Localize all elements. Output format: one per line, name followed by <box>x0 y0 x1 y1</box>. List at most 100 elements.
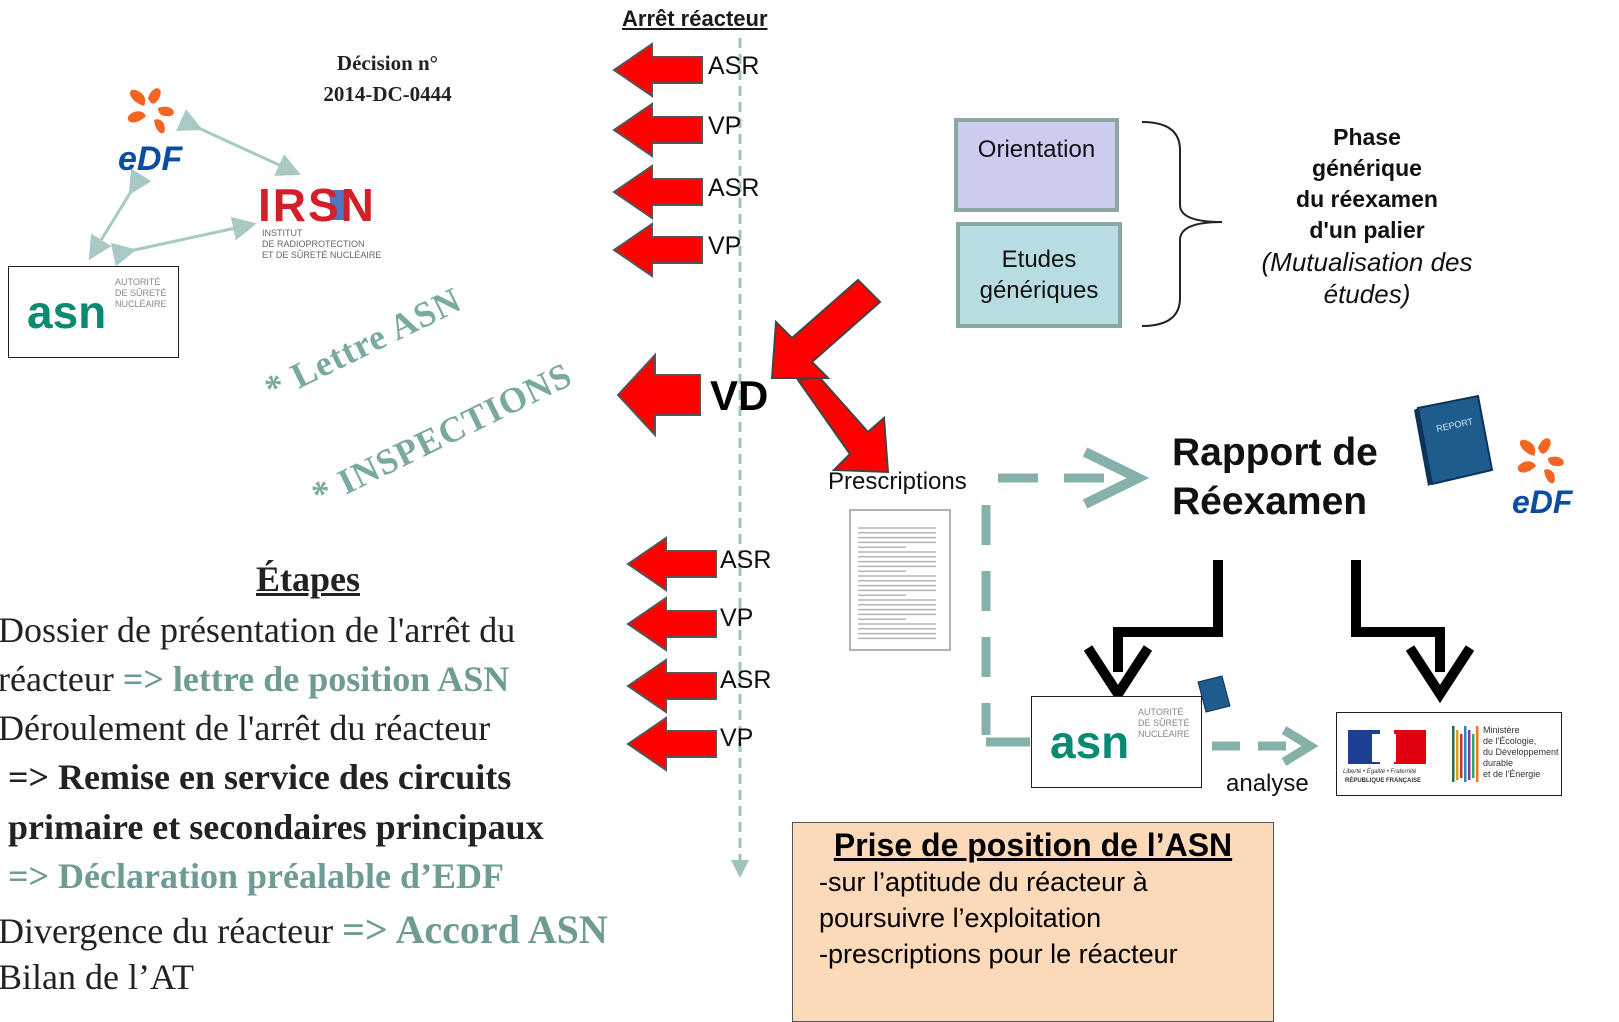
irsn-sub-2: DE RADIOPROTECTION <box>262 239 365 249</box>
edf-asn-link <box>88 168 152 261</box>
timeline-red-arrow-bottom-3 <box>626 658 717 714</box>
ministere-stripe <box>1472 734 1475 778</box>
timeline-label-vp-1: VP <box>708 112 742 140</box>
asn-sub-2: DE SÛRETÉ <box>115 288 167 298</box>
vd-left-arrow <box>616 352 701 438</box>
timeline-label-asr-1: ASR <box>708 52 760 80</box>
irsn-logo-graphic <box>330 190 348 220</box>
analyse-label: analyse <box>1226 770 1309 797</box>
ministere-republique: RÉPUBLIQUE FRANÇAISE <box>1345 778 1422 784</box>
asn-logo-left: asn AUTORITÉ DE SÛRETÉ NUCLÉAIRE <box>8 266 179 358</box>
timeline-title: Arrêt réacteur <box>622 6 768 31</box>
edf-logo-text-right: eDF <box>1512 484 1573 520</box>
asn-logo-subtitle-right: AUTORITÉ DE SÛRETÉ NUCLÉAIRE <box>1138 707 1190 740</box>
rapport-to-asn-head <box>1083 645 1153 704</box>
asn-sub-3: NUCLÉAIRE <box>115 299 167 309</box>
ministere-line-3: du Développement <box>1483 747 1559 757</box>
ministere-motto: Liberté • Égalité • Fraternité <box>1343 769 1417 775</box>
timeline-red-arrow-bottom-2 <box>626 596 717 652</box>
asn-sub-3-right: NUCLÉAIRE <box>1138 729 1190 739</box>
ministere-stripe <box>1456 730 1459 780</box>
etudes-generiques-box: Etudes génériques <box>956 222 1122 328</box>
rapport-line-2: Réexamen <box>1172 480 1368 523</box>
etape-line-7b: => Accord ASN <box>342 907 608 952</box>
edf-irsn-link <box>176 109 301 176</box>
ministere-line-2: de l'Écologie, <box>1483 736 1537 746</box>
prescriptions-document <box>849 509 951 651</box>
asn-sub-1-right: AUTORITÉ <box>1138 707 1184 717</box>
position-line-1: -sur l’aptitude du réacteur à <box>819 867 1148 897</box>
orientation-box: Orientation <box>954 118 1119 212</box>
rapport-reexamen-title: Rapport de Réexamen <box>1172 428 1378 526</box>
etape-line-2: réacteur => lettre de position ASN <box>0 654 509 704</box>
timeline-red-arrow-bottom-1 <box>626 536 717 592</box>
report-book-icon <box>1414 394 1494 486</box>
edf-logo-flame <box>127 88 174 134</box>
etape-line-7: Divergence du réacteur => Accord ASN <box>0 905 608 956</box>
ministere-name: Ministère de l'Écologie, du Développemen… <box>1483 725 1559 780</box>
position-line-2: poursuivre l’exploitation <box>819 903 1102 933</box>
asn-logo-text-right: asn <box>1050 716 1130 768</box>
timeline-label-asr-3: ASR <box>720 546 772 574</box>
ministere-graphic <box>1348 726 1479 782</box>
presc-to-rapport-head <box>1082 447 1150 509</box>
position-line-3: -prescriptions pour le réacteur <box>819 939 1178 969</box>
ministere-stripe <box>1460 734 1463 778</box>
ministere-stripe <box>1476 726 1479 782</box>
asn-logo-subtitle: AUTORITÉ DE SÛRETÉ NUCLÉAIRE <box>115 277 167 310</box>
asn-irsn-link <box>110 216 257 267</box>
etape-line-5: primaire et secondaires principaux <box>8 807 544 847</box>
irsn-logo-subtitle: INSTITUT DE RADIOPROTECTION ET DE SÛRETÉ… <box>262 228 381 261</box>
rapport-line-1: Rapport de <box>1172 431 1378 474</box>
timeline-label-asr-4: ASR <box>720 666 772 694</box>
timeline-vd: VD <box>710 372 769 419</box>
timeline-label-vp-2: VP <box>708 232 742 260</box>
etape-line-6: => Déclaration préalable d’EDF <box>8 856 504 896</box>
edf-logo-text: eDF <box>118 140 183 178</box>
ministere-line-5: et de l'Énergie <box>1483 769 1541 779</box>
irsn-sub-1: INSTITUT <box>262 228 303 238</box>
arrow-to-prescriptions <box>796 376 890 474</box>
etudes-label-2: génériques <box>979 277 1099 304</box>
etape-line-3: Déroulement de l'arrêt du réacteur <box>0 708 491 748</box>
etape-line-4: => Remise en service des circuits <box>8 757 512 797</box>
ministere-logo: Liberté • Égalité • Fraternité RÉPUBLIQU… <box>1336 712 1562 796</box>
arrow-to-vd <box>770 278 882 379</box>
ministere-stripe <box>1464 726 1467 782</box>
timeline-label-vp-3: VP <box>720 604 754 632</box>
etapes-title: Étapes <box>256 559 361 599</box>
phase-title-3: du réexamen <box>1296 186 1438 212</box>
decision-reference: Décision n° 2014-DC-0444 <box>300 48 475 110</box>
irsn-sub-3: ET DE SÛRETÉ NUCLÉAIRE <box>262 250 382 260</box>
rapport-to-asn-arrow <box>1113 560 1223 672</box>
rapport-to-ministere-head <box>1405 645 1475 704</box>
etape-line-2b: => lettre de position ASN <box>122 659 510 699</box>
ministere-line-1: Ministère <box>1483 725 1520 735</box>
position-title: Prise de position de l’ASN <box>833 827 1233 863</box>
phase-title-2: générique <box>1312 155 1422 181</box>
ministere-stripe <box>1452 726 1455 782</box>
etape-line-7a: Divergence du réacteur <box>0 911 343 951</box>
ministere-line-4: durable <box>1483 758 1514 768</box>
phase-title-4: d'un palier <box>1309 217 1425 243</box>
timeline-arrowhead <box>731 860 749 878</box>
asn-logo-text: asn <box>27 286 107 338</box>
decision-line-1: Décision n° <box>336 51 439 75</box>
phase-brace <box>1141 121 1223 327</box>
prescriptions-label: Prescriptions <box>828 468 967 495</box>
timeline-red-arrow-bottom-4 <box>626 716 717 772</box>
orientation-label: Orientation <box>977 136 1096 163</box>
edf-logo-flame-right <box>1517 438 1564 484</box>
prise-de-position-box: Prise de position de l’ASN -sur l’aptitu… <box>792 822 1274 1022</box>
phase-generique-caption: Phase générique du réexamen d'un palier … <box>1232 122 1502 310</box>
phase-note-2: études) <box>1323 279 1411 309</box>
phase-title-1: Phase <box>1333 124 1401 150</box>
timeline-red-arrow-top-3 <box>612 164 703 220</box>
phase-note-1: (Mutualisation des <box>1261 247 1473 277</box>
asn-sub-2-right: DE SÛRETÉ <box>1138 718 1190 728</box>
ministere-stripe <box>1468 730 1471 780</box>
etudes-label-1: Etudes <box>1001 246 1077 273</box>
asn-logo-right: asn AUTORITÉ DE SÛRETÉ NUCLÉAIRE <box>1031 696 1202 788</box>
etape-line-8: Bilan de l’AT <box>0 957 194 997</box>
